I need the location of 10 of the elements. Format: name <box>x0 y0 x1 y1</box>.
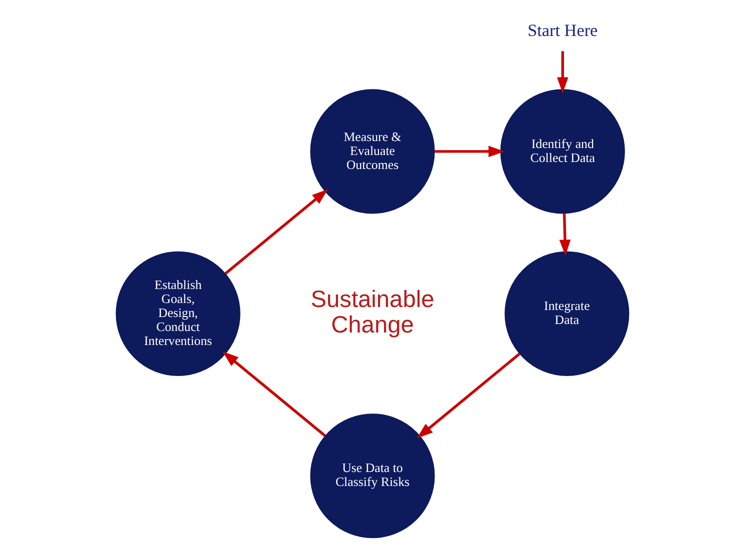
arrow <box>556 51 568 94</box>
arrow <box>416 352 520 438</box>
arrow <box>558 213 570 256</box>
arrow <box>222 351 326 437</box>
node-circle: Identify and Collect Data <box>500 89 624 214</box>
label: Sustainable Change <box>310 286 434 339</box>
arrow <box>224 189 328 275</box>
node-circle: Integrate Data <box>504 251 629 376</box>
node-text: Start Here <box>527 20 598 40</box>
arrow <box>434 146 504 158</box>
